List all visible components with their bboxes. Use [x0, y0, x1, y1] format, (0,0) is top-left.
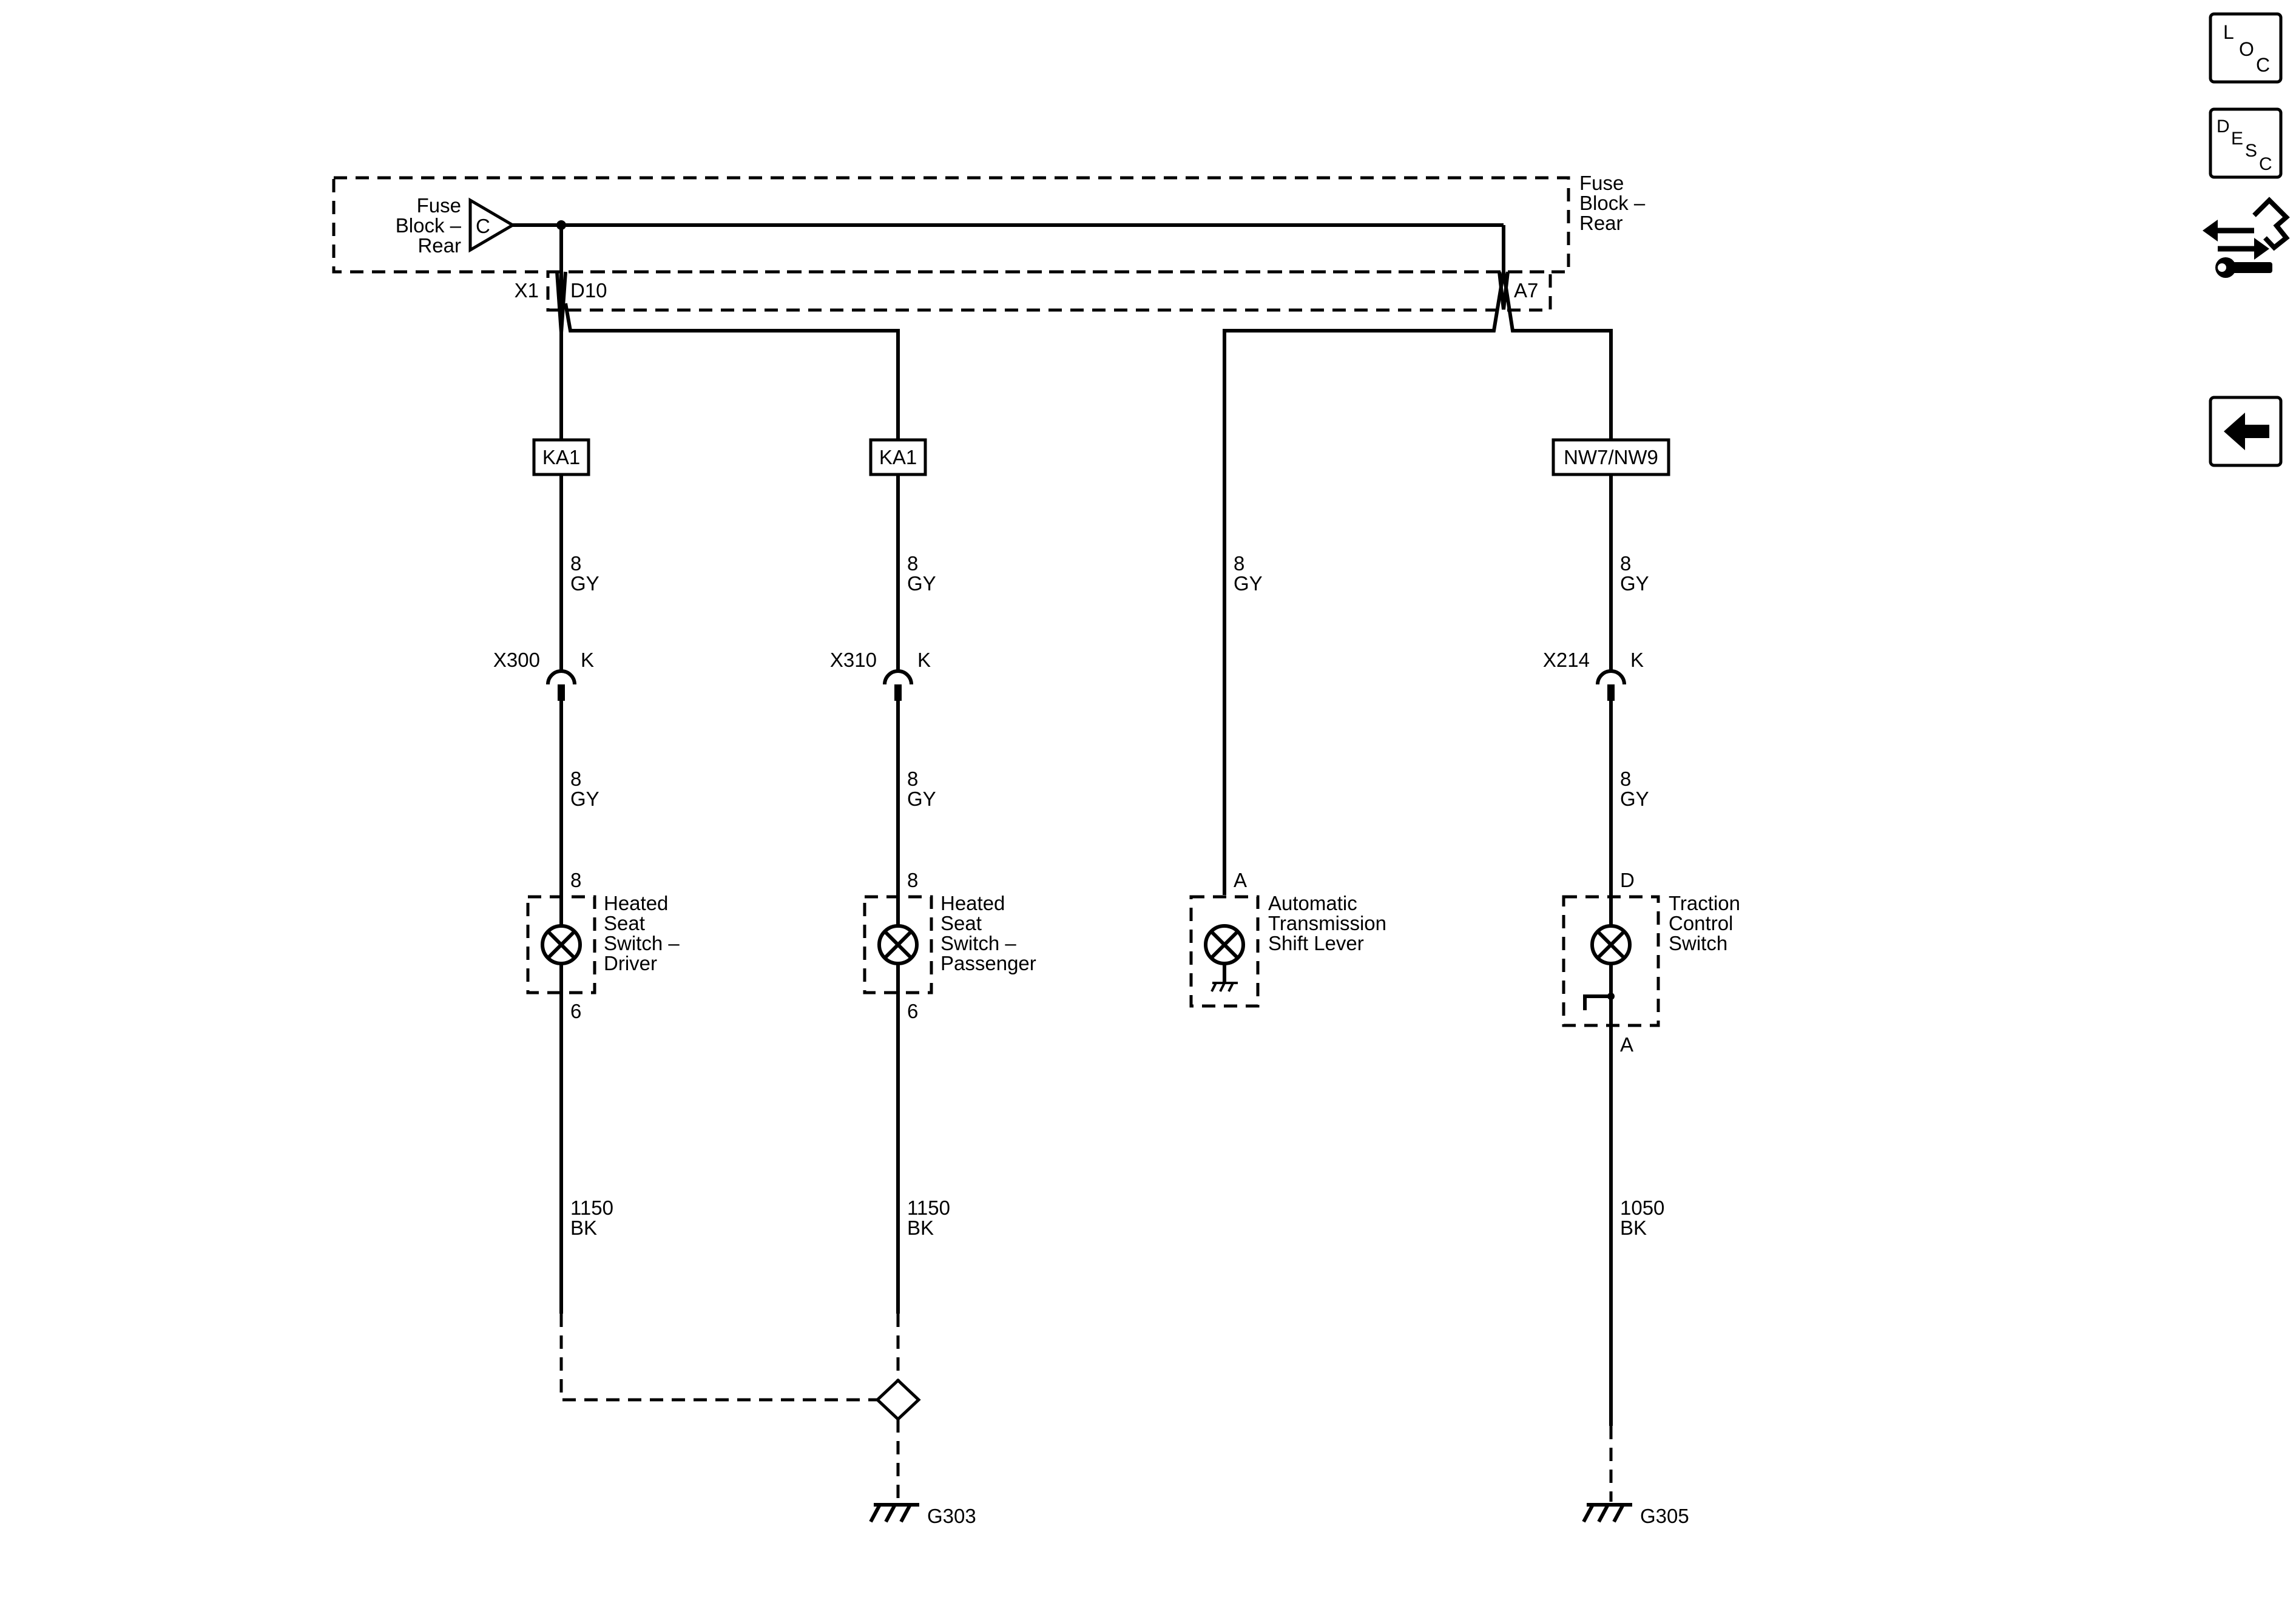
inline-connector-icon — [883, 669, 913, 685]
wire-gauge: 1150 — [570, 1197, 613, 1219]
circuit-heated-seat-driver: KA1 8 GY X300 K 8 GY 8 Heated Seat Switc… — [493, 438, 880, 1402]
fuse-block-label-left-1: Fuse — [417, 194, 461, 217]
connector-pin-label: K — [581, 649, 594, 671]
pin-label: 6 — [907, 1000, 918, 1022]
ground-icon — [1582, 1503, 1632, 1523]
wire-gauge: 8 — [1620, 768, 1631, 790]
wire-gauge: 8 — [1234, 552, 1244, 575]
pin-d10-label: D10 — [570, 279, 607, 302]
circuit-shift-lever: 8 GY A Automatic Transmission Shift Leve… — [1189, 552, 1386, 1008]
fuse-block-rear: C Fuse Block – Rear Fuse Block – Rear X1… — [332, 172, 1646, 312]
loc-letter-3: C — [2256, 54, 2270, 76]
component-label-3: Switch – — [604, 932, 680, 954]
option-tag: NW7/NW9 — [1564, 446, 1658, 468]
fuse-letter: C — [476, 215, 490, 237]
circuit-traction-control: NW7/NW9 8 GY X214 K 8 GY D Traction Cont… — [1543, 438, 1740, 1527]
pin-a7-label: A7 — [1514, 279, 1538, 302]
fuse-block-label-right-2: Block – — [1579, 192, 1646, 214]
pin-label: D — [1620, 869, 1635, 891]
desc-button[interactable]: D E S C — [2209, 107, 2283, 179]
component-label-1: Heated — [940, 892, 1005, 914]
fuse-block-label-right-1: Fuse — [1579, 172, 1624, 194]
wire-color: BK — [1620, 1217, 1647, 1239]
wire-gauge: 1150 — [907, 1197, 950, 1219]
connector-label: X310 — [830, 649, 877, 671]
side-buttons: L O C D E S C — [2203, 12, 2290, 467]
wire-color: BK — [570, 1217, 597, 1239]
desc-letter-4: C — [2259, 154, 2272, 174]
inline-connector-icon — [1596, 669, 1626, 685]
component-label-3: Switch — [1669, 932, 1727, 954]
pin-label: 8 — [570, 869, 581, 891]
component-label-3: Switch – — [940, 932, 1016, 954]
component-label-1: Automatic — [1268, 892, 1357, 914]
component-label-4: Passenger — [940, 952, 1036, 974]
fuse-block-label-left-2: Block – — [396, 214, 462, 237]
wire-color: GY — [570, 788, 599, 810]
component-label-3: Shift Lever — [1268, 932, 1364, 954]
component-outline — [1189, 895, 1260, 1008]
option-tag-box — [869, 438, 927, 476]
option-tag: KA1 — [879, 446, 917, 468]
wire-gauge: 1050 — [1620, 1197, 1664, 1219]
wire-gauge: 8 — [570, 552, 581, 575]
wire-gauge: 8 — [570, 768, 581, 790]
fuse-block-label-right-3: Rear — [1579, 212, 1623, 234]
connector-x1-label: X1 — [515, 279, 539, 302]
pin-label: 8 — [907, 869, 918, 891]
wire-color: GY — [1620, 572, 1649, 595]
wire-color: GY — [907, 572, 936, 595]
connector-wrench-icon[interactable] — [2203, 197, 2290, 278]
option-tag-box — [1551, 438, 1670, 476]
option-tag-box — [532, 438, 590, 476]
circuit-heated-seat-passenger: KA1 8 GY X310 K 8 GY 8 Heated Seat Switc… — [830, 438, 1036, 1527]
wire-gauge: 8 — [1620, 552, 1631, 575]
component-label-1: Traction — [1669, 892, 1740, 914]
connector-pin-label: K — [1630, 649, 1644, 671]
loc-letter-2: O — [2239, 38, 2254, 60]
fuse-block-label-left-3: Rear — [417, 234, 461, 257]
component-label-4: Driver — [604, 952, 657, 974]
wire-gauge: 8 — [907, 552, 918, 575]
wire-color: GY — [907, 788, 936, 810]
component-label-2: Seat — [604, 912, 645, 934]
ground-label: G305 — [1640, 1505, 1689, 1527]
ground-icon — [869, 1503, 919, 1523]
pin-label: A — [1234, 869, 1247, 891]
splice-diamond-icon — [875, 1378, 921, 1422]
connector-label: X300 — [493, 649, 540, 671]
wire-color: GY — [1234, 572, 1263, 595]
wire-color: BK — [907, 1217, 934, 1239]
back-arrow-icon[interactable] — [2209, 396, 2283, 467]
component-label-1: Heated — [604, 892, 668, 914]
connector-label: X214 — [1543, 649, 1590, 671]
component-label-2: Seat — [940, 912, 982, 934]
fuse-block-connector-outline — [546, 270, 1552, 312]
component-label-2: Transmission — [1268, 912, 1386, 934]
feed-wires — [555, 225, 1613, 895]
desc-letter-1: D — [2217, 116, 2230, 137]
ground-icon — [1210, 982, 1238, 992]
option-tag: KA1 — [542, 446, 580, 468]
connector-pin-label: K — [917, 649, 931, 671]
loc-button[interactable]: L O C — [2209, 12, 2283, 84]
wire-gauge: 8 — [907, 768, 918, 790]
pin-label: A — [1620, 1033, 1633, 1056]
pin-label: 6 — [570, 1000, 581, 1022]
switch-contact-icon — [1583, 994, 1611, 1010]
wire-color: GY — [570, 572, 599, 595]
inline-connector-icon — [546, 669, 576, 685]
desc-letter-2: E — [2231, 129, 2243, 149]
fuse-triangle-icon — [468, 197, 516, 253]
desc-letter-3: S — [2245, 141, 2257, 161]
ground-label: G303 — [927, 1505, 976, 1527]
wire-color: GY — [1620, 788, 1649, 810]
component-label-2: Control — [1669, 912, 1733, 934]
loc-letter-1: L — [2223, 21, 2234, 43]
